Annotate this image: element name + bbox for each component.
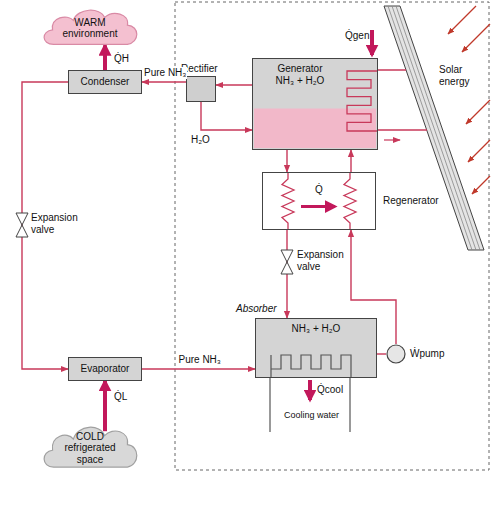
- heat-arrow: [308, 380, 312, 400]
- heat-label: Q̇L: [113, 391, 128, 403]
- pipe-connector: [216, 84, 252, 85]
- expansion-valve: [16, 213, 28, 225]
- text-group: NH₃ + H₂O: [292, 323, 341, 335]
- node-text: NH₃ + H₂O: [292, 323, 341, 335]
- collector-stripe: [392, 6, 476, 250]
- pipe-connector: [350, 150, 351, 172]
- text-group: Evaporator: [81, 363, 130, 375]
- cloud-region: COLD refrigerated space: [38, 420, 142, 476]
- cloud-shape: [44, 427, 137, 467]
- cooling-water-pipe: [349, 378, 350, 432]
- annotation-label: Solar energy: [438, 64, 484, 87]
- node-heading: Ẇpump: [410, 348, 444, 360]
- node-shape: [386, 344, 406, 364]
- pipe-connector: [201, 102, 252, 130]
- heat-arrow: [301, 205, 335, 208]
- heat-arrow: [103, 45, 107, 70]
- node-shape: [263, 173, 375, 229]
- component-box: Condenser: [68, 70, 142, 94]
- cloud-region: WARM environment: [38, 4, 142, 52]
- component-box: GeneratorNH₃ + H₂O: [252, 58, 378, 150]
- pump-node: Ẇpump: [386, 344, 406, 364]
- collector-pipe: [378, 69, 406, 71]
- sun-ray: [472, 176, 490, 194]
- component-box: NH₃ + H₂OAbsorber: [255, 318, 377, 378]
- cooling-water-pipe: [269, 378, 270, 432]
- text-group: GeneratorNH₃ + H₂O: [276, 63, 325, 86]
- pipe-connector: [142, 81, 186, 82]
- annotation-label: Expansion valve: [296, 249, 348, 272]
- solar-collector: [384, 6, 484, 250]
- expansion-valve: [281, 262, 293, 274]
- annotation-label: Q̇gen: [344, 30, 370, 42]
- node-text: Condenser: [81, 76, 130, 88]
- cooling-coil: [271, 355, 351, 377]
- text-group: WARM environment: [55, 17, 125, 40]
- component-box: Rectifier: [186, 76, 216, 102]
- node-text: WARM environment: [55, 17, 125, 40]
- sun-ray: [448, 6, 476, 34]
- expansion-valve: [16, 225, 28, 237]
- expansion-valve: [281, 250, 293, 262]
- heating-coil: [347, 71, 377, 131]
- node-text: COLD refrigerated space: [55, 431, 125, 466]
- annotation-label: Cooling water: [283, 410, 340, 420]
- node-heading: Absorber: [236, 303, 277, 315]
- collector-stripe: [388, 6, 472, 250]
- flow-arrow: [384, 139, 400, 140]
- component-box: Evaporator: [68, 357, 142, 381]
- heat-arrow: [103, 381, 107, 431]
- annotation-label: Q̇: [314, 184, 324, 196]
- heat-exchanger-coil: [344, 173, 356, 229]
- annotation-label: Expansion valve: [30, 212, 82, 235]
- sun-ray: [468, 140, 490, 162]
- cloud-shape: [44, 10, 137, 44]
- pipe-connector: [286, 150, 287, 172]
- heat-exchanger-coil: [282, 173, 294, 229]
- node-text: Evaporator: [81, 363, 130, 375]
- sun-ray: [462, 24, 490, 52]
- component-box: Regenerator: [262, 172, 376, 230]
- collector-stripe: [396, 6, 480, 250]
- collector-pipe: [378, 129, 427, 131]
- pipe-connector: [377, 353, 386, 354]
- system-boundary: [175, 2, 489, 470]
- heat-arrow: [370, 30, 374, 55]
- flow-label: H₂O: [190, 134, 211, 146]
- text-group: COLD refrigerated space: [55, 431, 125, 466]
- text-group: Condenser: [81, 76, 130, 88]
- node-text: Generator: [277, 63, 322, 75]
- flow-label: Pure NH₃: [143, 67, 187, 79]
- flow-label: Pure NH₃: [178, 354, 222, 366]
- node-heading: Regenerator: [383, 195, 439, 207]
- pump-symbol: [387, 345, 405, 363]
- sun-ray: [466, 100, 490, 124]
- pipe-connector: [142, 368, 255, 369]
- heat-label: Q̇H: [113, 53, 130, 65]
- annotation-label: Q̇cool: [316, 384, 344, 396]
- node-text: NH₃ + H₂O: [276, 75, 325, 87]
